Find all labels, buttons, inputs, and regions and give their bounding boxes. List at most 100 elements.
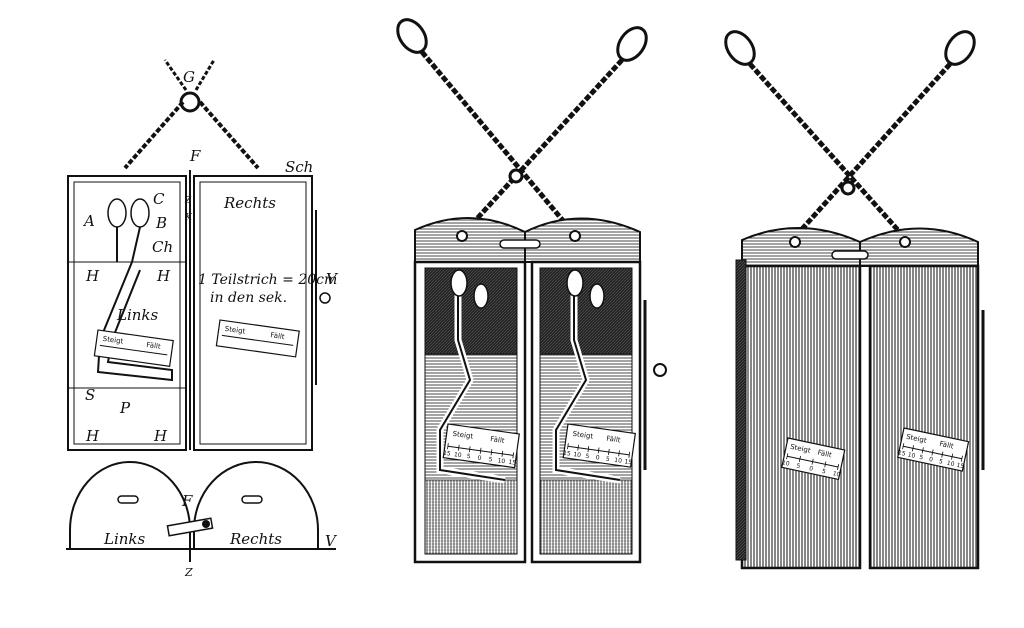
scale-number: 0 <box>928 456 933 464</box>
svg-text:Steigt: Steigt <box>452 430 474 441</box>
label-rechts: Rechts <box>223 194 276 212</box>
svg-text:Fällt: Fällt <box>606 435 622 445</box>
scale-number: 10 <box>573 451 582 459</box>
scale-number: 15 <box>956 462 965 470</box>
scale-tick <box>479 447 482 454</box>
scale-tick <box>567 443 569 450</box>
label-ch: Ch <box>152 238 173 256</box>
figure-left: G F Sch Z K A C B Ch H H Links S P H H R <box>66 59 339 579</box>
scale-tick <box>902 443 905 450</box>
label-h-tl: H <box>85 267 100 285</box>
scale-number: 0 <box>808 465 813 473</box>
scale-tick <box>951 453 954 460</box>
scale-card-left-half: Steigt Fällt <box>93 329 174 368</box>
scale-tick <box>608 448 610 455</box>
label-c: C <box>153 190 165 208</box>
svg-text:Steigt: Steigt <box>572 430 594 441</box>
label-b: B <box>155 214 167 232</box>
scale-tick <box>941 451 944 458</box>
case-left-half <box>67 175 187 451</box>
scale-tick <box>811 458 814 465</box>
scale-number: 5 <box>585 453 590 460</box>
label-h-tr: H <box>156 267 171 285</box>
scale-tick <box>447 443 449 450</box>
scale-tick <box>911 445 914 452</box>
bottom-label-f: F <box>181 492 193 510</box>
case-body-right <box>530 260 667 564</box>
scale-tick <box>587 446 590 453</box>
svg-text:Steigt: Steigt <box>102 335 124 346</box>
scale-tick <box>490 449 493 456</box>
label-h-bl: H <box>85 427 100 445</box>
scale-number: 5 <box>796 462 801 470</box>
scale-number: 10 <box>781 459 790 467</box>
closed-case-left <box>740 264 862 570</box>
scale-number: 15 <box>563 450 572 458</box>
svg-text:Fällt: Fällt <box>939 440 955 451</box>
note-line-2: in den sek. <box>210 290 287 306</box>
scale-number: 5 <box>605 456 610 463</box>
scale-number: 5 <box>488 456 493 463</box>
bottom-label-rechts: Rechts <box>229 530 282 548</box>
label-k: K <box>184 213 193 223</box>
scale-number: 10 <box>907 451 916 459</box>
scale-number: 5 <box>466 453 471 460</box>
scale-number: 15 <box>897 449 906 457</box>
label-g: G <box>183 68 195 86</box>
scale-number: 10 <box>453 451 462 459</box>
scale-number: 10 <box>497 457 506 465</box>
scale-tick <box>618 450 620 457</box>
scale-number: 15 <box>508 459 517 467</box>
scale-number: 5 <box>821 468 826 476</box>
bottom-label-z: Z <box>184 566 193 579</box>
scale-number: 0 <box>595 454 600 461</box>
scale-tick <box>824 461 827 468</box>
label-z: Z <box>184 196 192 206</box>
scale-number: 0 <box>477 454 482 461</box>
scale-number: 15 <box>443 450 452 458</box>
scale-tick <box>960 455 963 462</box>
label-f: F <box>189 147 201 165</box>
scale-tick <box>628 451 631 458</box>
scale-tick <box>921 447 924 454</box>
top-view <box>66 461 336 562</box>
label-a: A <box>82 212 95 230</box>
bottom-label-links: Links <box>103 530 146 548</box>
label-links: Links <box>116 306 159 324</box>
scale-number: 10 <box>832 470 841 478</box>
svg-text:Fällt: Fällt <box>490 435 506 445</box>
chain-right <box>724 30 976 240</box>
scale-tick <box>798 455 801 462</box>
label-s: S <box>85 386 95 404</box>
bottom-label-v: V <box>325 532 338 550</box>
svg-text:Fällt: Fällt <box>146 341 162 351</box>
svg-text:Steigt: Steigt <box>224 325 246 336</box>
scale-number: 15 <box>624 458 633 466</box>
scale-card-right-half: Steigt Fällt <box>215 319 300 358</box>
case-right-half <box>193 175 313 451</box>
scale-tick <box>501 450 504 457</box>
label-sch: Sch <box>285 158 313 176</box>
label-p: P <box>119 399 131 417</box>
scale-tick <box>931 449 934 456</box>
closed-case-right <box>868 264 980 570</box>
scale-tick <box>786 453 789 460</box>
scale-tick <box>597 447 600 454</box>
scale-number: 10 <box>946 460 955 468</box>
scale-tick <box>457 444 460 451</box>
chain-middle <box>396 18 648 237</box>
label-v: V <box>326 270 339 288</box>
scale-tick <box>468 446 471 453</box>
chain-left <box>123 59 260 170</box>
label-h-br: H <box>153 427 168 445</box>
scale-number: 10 <box>614 457 623 465</box>
note-line-1: 1 Teilstrich = 20cm <box>198 272 337 288</box>
case-top-right <box>524 217 641 263</box>
